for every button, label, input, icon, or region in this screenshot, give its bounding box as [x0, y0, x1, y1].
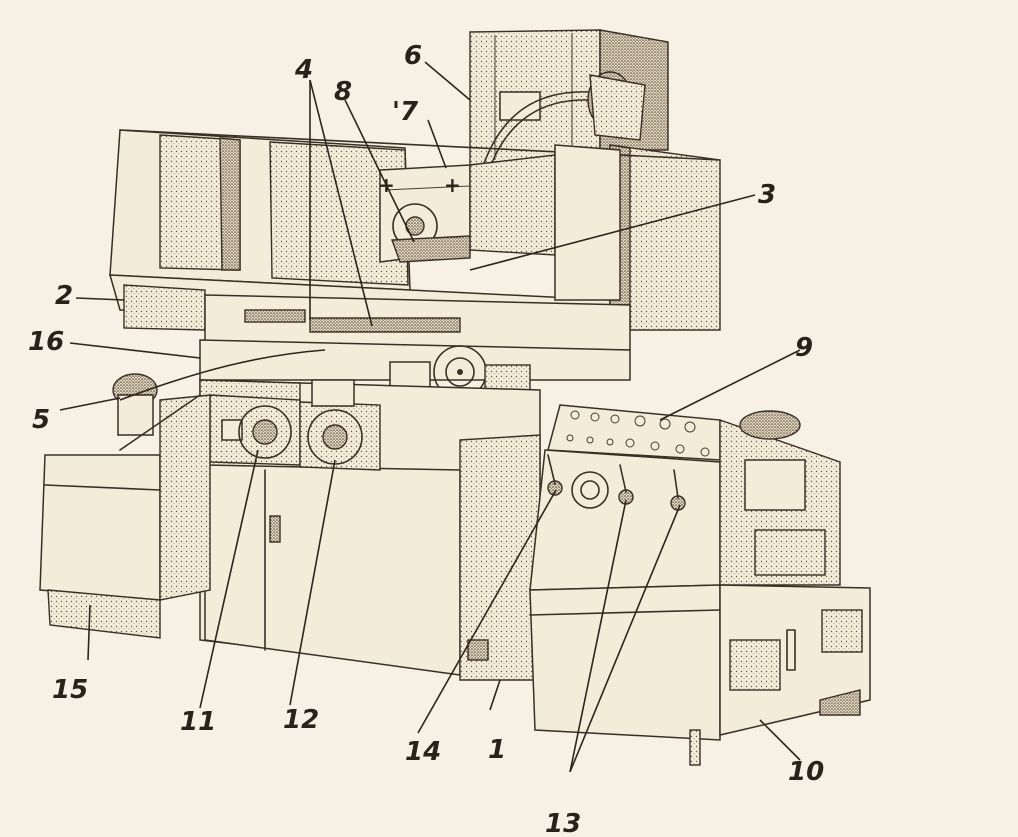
indicator-lights: [566, 410, 710, 457]
table-slideway: [123, 284, 631, 381]
callout-4: 4: [294, 55, 313, 85]
leader-lines: [59, 61, 801, 773]
callout-2: 2: [55, 281, 73, 311]
callout-12: 12: [283, 705, 319, 735]
callout-7: '7: [392, 97, 419, 127]
wheel-head: + +: [378, 144, 621, 301]
control-cabinet: [529, 404, 721, 766]
callout-9: 9: [795, 333, 813, 363]
callout-labels: 1 2 3 4 5 6 '7 8 9 10 11 12 13 14 15 16: [28, 41, 824, 837]
hydraulic-unit: [719, 410, 871, 736]
callout-14: 14: [405, 737, 441, 767]
callout-11: 11: [180, 707, 216, 737]
callout-15: 15: [52, 675, 88, 705]
callout-1: 1: [488, 735, 506, 765]
callout-5: 5: [32, 405, 50, 435]
callout-10: 10: [788, 757, 824, 787]
callout-8: 8: [334, 77, 352, 107]
spindle-motor: [479, 71, 646, 177]
callout-6: 6: [404, 41, 422, 71]
coolant-tank: [39, 373, 211, 639]
coolant-unit-controls: [209, 379, 381, 471]
callout-16: 16: [28, 327, 64, 357]
svg-text:+: +: [444, 173, 461, 197]
callout-13: 13: [545, 809, 581, 837]
callout-3: 3: [758, 180, 776, 210]
